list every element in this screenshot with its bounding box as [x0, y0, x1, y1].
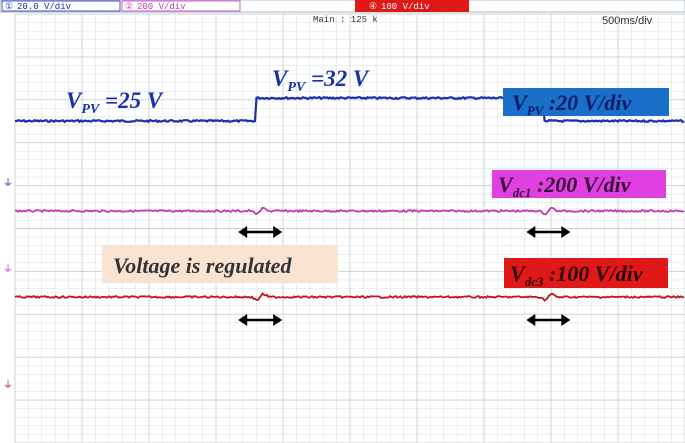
pv-scale-box — [503, 88, 669, 116]
regulated-label: Voltage is regulated — [113, 253, 292, 278]
arrow-dc3-fall-left-head — [526, 314, 536, 326]
ch4-header-box — [355, 0, 469, 12]
ch2-header[interactable]: ② 200 V/div — [121, 0, 241, 12]
ch2-ground-marker: ⏚ — [3, 263, 13, 275]
arrow-dc1-fall-left-head — [526, 226, 536, 238]
arrow-dc1-rise-left-head — [238, 226, 248, 238]
timebase-readout: 500ms/div — [602, 15, 653, 27]
arrow-dc1-fall-right-head — [561, 226, 571, 238]
arrow-dc3-fall-right-head — [561, 314, 571, 326]
graticule — [14, 13, 685, 443]
ch2-scale-label: 200 V/div — [137, 2, 186, 12]
dc3-scale-box — [504, 258, 668, 288]
vpv-scale-label: VPV :20 V/div — [512, 90, 632, 118]
traces — [14, 95, 685, 302]
vdc3-scale-label: Vdc3 :100 V/div — [510, 261, 643, 289]
ch1-header-box — [1, 0, 121, 12]
arrow-dc3-rise-left-head — [238, 314, 248, 326]
dc1-scale-box-bg — [492, 170, 666, 198]
vdc1-scale-label: Vdc1 :200 V/div — [498, 172, 631, 200]
ch4-header[interactable]: ④ 100 V/div — [355, 0, 469, 12]
main-record-length: Main : 125 k — [313, 15, 378, 25]
transient-arrows — [238, 226, 571, 326]
ch1-header[interactable]: ① 20.0 V/div — [1, 0, 121, 12]
vdc3-trace — [14, 292, 684, 302]
ground-markers: ⏚ ⏚ ⏚ — [3, 177, 13, 391]
ch2-header-box — [121, 0, 241, 12]
vdc1-trace — [15, 206, 685, 216]
arrow-dc1-rise-right-head — [273, 226, 283, 238]
regulated-box-bg — [102, 245, 338, 283]
ch1-number: ① — [5, 2, 13, 12]
ch4-scale-label: 100 V/div — [381, 2, 430, 12]
pv-scale-box-bg — [503, 88, 669, 116]
ch4-ground-marker: ⏚ — [3, 379, 13, 391]
regulated-box — [102, 245, 338, 283]
dc3-scale-box-bg — [504, 258, 668, 288]
vpv-trace — [14, 95, 685, 124]
ch4-number: ④ — [369, 2, 377, 12]
ch1-scale-label: 20.0 V/div — [17, 2, 72, 12]
dc1-scale-box — [492, 170, 666, 198]
arrow-dc3-rise-right-head — [273, 314, 283, 326]
vpv-high-label: VPV =32 V — [272, 66, 370, 95]
ch1-ground-marker: ⏚ — [3, 177, 13, 189]
ch2-number: ② — [125, 2, 133, 12]
vpv-low-label: VPV =25 V — [66, 88, 164, 117]
